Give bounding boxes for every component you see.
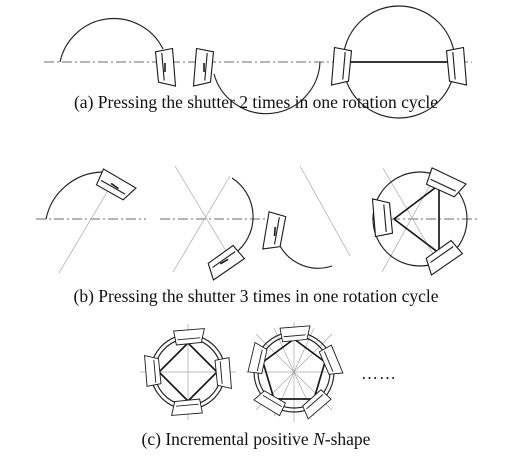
caption-a: (a) Pressing the shutter 2 times in one …	[73, 92, 438, 112]
caption-c-suffix: -shape	[324, 429, 371, 449]
row-a-step-1	[59, 17, 177, 87]
row-a-step-3	[330, 5, 468, 119]
row-c-diagrams	[140, 322, 344, 422]
row-a-step-2	[192, 47, 321, 115]
row-b-step-3	[262, 165, 351, 269]
continuation-ellipsis: ……	[361, 364, 397, 383]
row-b-diagrams	[36, 164, 478, 281]
caption-c: (c) Incremental positive N-shape	[0, 429, 512, 449]
row-b-step-4	[371, 164, 478, 276]
row-c-step-2	[245, 322, 344, 422]
caption-b: (b) Pressing the shutter 3 times in one …	[73, 286, 439, 306]
row-b-step-2	[160, 165, 265, 281]
caption-c-italic: N	[313, 429, 325, 449]
row-a-diagrams	[44, 5, 472, 119]
row-b-step-1	[36, 165, 146, 274]
caption-c-prefix: (c) Incremental positive	[141, 429, 314, 449]
row-c-step-1	[140, 324, 236, 420]
